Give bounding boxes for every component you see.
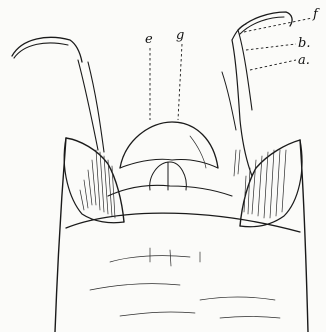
label-b: b. [298, 36, 310, 51]
leader-f [244, 18, 312, 32]
right-bristle [232, 12, 292, 40]
label-f: f [312, 7, 320, 22]
right-process [222, 30, 302, 227]
leader-a [250, 60, 296, 70]
label-e: e [145, 32, 153, 47]
leader-g [178, 44, 182, 120]
label-g: g [176, 28, 184, 43]
left-process [64, 60, 124, 223]
label-a: a. [298, 53, 310, 68]
leader-b [246, 44, 296, 50]
central-lobe [108, 122, 232, 196]
left-bristle [12, 37, 82, 62]
